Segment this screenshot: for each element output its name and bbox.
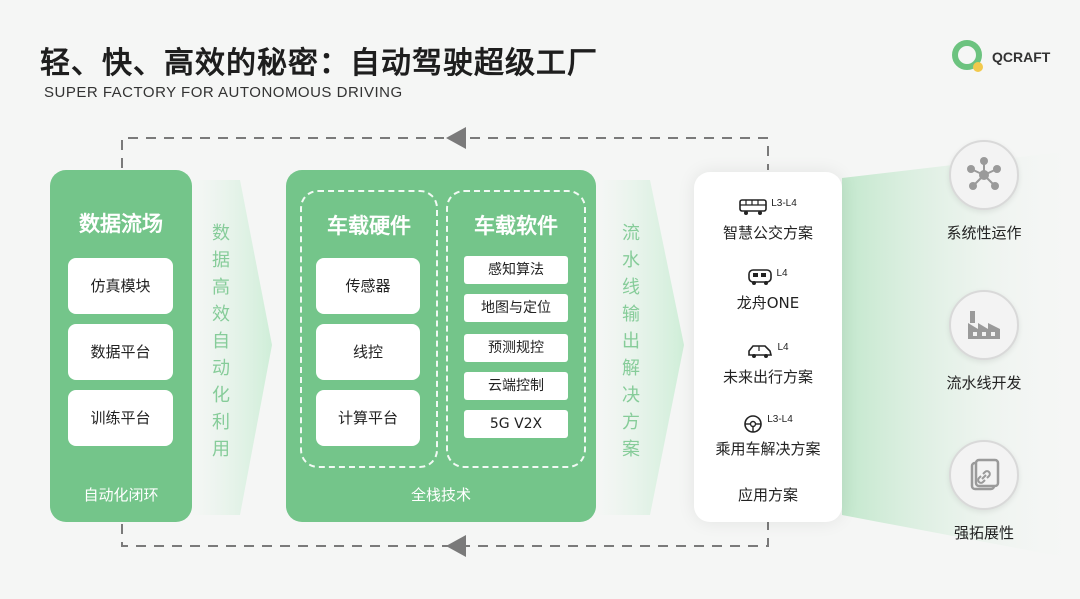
data-field-title: 数据流场: [79, 212, 163, 236]
data-field-block: 数据流场 仿真模块 数据平台 训练平台 自动化闭环: [50, 170, 192, 522]
solution-label: 乘用车解决方案: [715, 440, 821, 458]
data-field-item: 仿真模块: [68, 258, 173, 314]
chevron-left: [192, 180, 272, 515]
solution-item: L3-L4 乘用车解决方案: [694, 414, 842, 459]
full-stack-block: 车载硬件 传感器 线控 计算平台 车载软件 感知算法 地图与定位 预测规控 云端…: [286, 170, 596, 522]
software-item: 5G V2X: [464, 410, 568, 438]
steering-wheel-icon: [744, 415, 763, 433]
arrow-top-icon: [446, 127, 466, 149]
bus-icon: [739, 199, 768, 215]
hardware-item: 计算平台: [316, 390, 420, 446]
connector-left-text: 数据高效自动化利用: [212, 223, 230, 460]
page-title: 轻、快、高效的秘密：自动驾驶超级工厂: [40, 46, 598, 81]
solution-level-tag: L4: [777, 342, 789, 353]
feature-label: 流水线开发: [946, 374, 1022, 392]
loop-bottom-line: [121, 522, 769, 547]
solution-level-tag: L4: [776, 268, 788, 279]
solution-level-tag: L3-L4: [767, 414, 793, 425]
car-icon: [748, 345, 773, 358]
solution-item: L4 龙舟ONE: [694, 268, 842, 313]
minibus-icon: [748, 269, 773, 285]
qcraft-logo-icon: [952, 40, 983, 72]
right-glow: [842, 150, 1080, 560]
solution-label: 智慧公交方案: [722, 224, 813, 242]
software-group: [446, 190, 586, 468]
hardware-item: 传感器: [316, 258, 420, 314]
logo-text: QCRAFT: [992, 49, 1051, 65]
software-title: 车载软件: [474, 214, 558, 238]
hardware-group: [300, 190, 438, 468]
page-subtitle: SUPER FACTORY FOR AUTONOMOUS DRIVING: [44, 84, 403, 101]
arrow-bottom-icon: [446, 535, 466, 557]
solution-level-tag: L3-L4: [771, 198, 797, 209]
full-stack-footer: 全栈技术: [410, 486, 471, 504]
data-field-item: 数据平台: [68, 324, 173, 380]
solution-label: 龙舟ONE: [736, 294, 800, 312]
solution-item: L4 未来出行方案: [694, 342, 842, 387]
software-item: 地图与定位: [464, 294, 568, 322]
feature-item: 强拓展性: [930, 440, 1038, 543]
feature-label: 强拓展性: [953, 524, 1014, 542]
network-icon: [967, 157, 1001, 190]
feature-item: 系统性运作: [930, 140, 1038, 243]
qcraft-logo: QCRAFT: [952, 40, 1050, 74]
solution-item: L3-L4 智慧公交方案: [694, 198, 842, 243]
factory-icon: [968, 311, 1000, 339]
solutions-footer: 应用方案: [737, 486, 798, 504]
hardware-item: 线控: [316, 324, 420, 380]
data-field-footer: 自动化闭环: [83, 486, 159, 504]
hardware-title: 车载硬件: [327, 214, 411, 238]
data-field-item: 训练平台: [68, 390, 173, 446]
solutions-block: [694, 172, 842, 522]
software-item: 云端控制: [464, 372, 568, 400]
link-icon: [970, 458, 1000, 491]
software-item: 感知算法: [464, 256, 568, 284]
chevron-right: [596, 180, 684, 515]
connector-right-text: 流水线输出解决方案: [622, 223, 640, 460]
software-item: 预测规控: [464, 334, 568, 362]
feature-item: 流水线开发: [930, 290, 1038, 393]
feature-label: 系统性运作: [946, 224, 1022, 242]
loop-top-line: [121, 137, 769, 170]
solution-label: 未来出行方案: [722, 368, 813, 386]
